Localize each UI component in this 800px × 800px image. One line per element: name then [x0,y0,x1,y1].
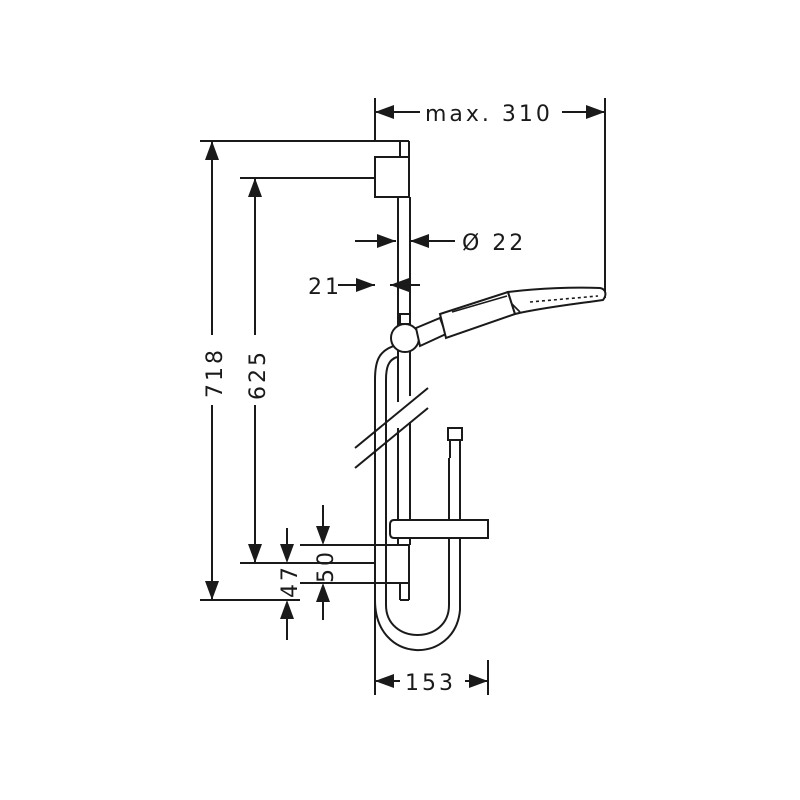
dim-offset-21: 21 [308,275,420,300]
arrow-up-icon [316,583,330,602]
dim-width-153: 153 [374,600,489,696]
hose-outer [374,344,461,652]
shower-hose [374,344,463,652]
arrow-down-icon [248,544,262,563]
handle-detail-line [451,295,508,313]
arrow-left-icon [375,105,394,119]
arrow-down-icon [205,581,219,600]
dim-50: 50 [300,505,375,620]
break-line-upper [354,387,429,449]
slider-knob [390,323,420,353]
arrow-up-icon [205,141,219,160]
shower-handle [438,290,517,340]
arrow-left-icon [390,278,409,292]
label-max-310: max. 310 [425,102,553,127]
hand-shower-assembly [390,286,607,353]
dim-height-718: 718 [200,140,400,601]
arrow-up-icon [280,600,294,619]
shower-head-nozzles [529,295,599,303]
dim-height-625: 625 [240,177,375,564]
break-line-lower [354,407,429,469]
slider-top-cap [399,313,411,325]
dim-47: 47 [278,528,303,640]
label-width-153: 153 [405,671,456,696]
dim-diameter-22: Ø 22 [355,231,526,256]
shelf-body [389,519,489,539]
arrow-right-icon [377,234,396,248]
arrow-left-icon [410,234,429,248]
arrow-right-icon [356,278,375,292]
dim-max-310: max. 310 [374,98,606,298]
label-diameter-22: Ø 22 [462,231,526,256]
label-dim-50: 50 [314,549,339,583]
arrow-down-icon [316,526,330,545]
arrow-down-icon [280,544,294,563]
label-dim-47: 47 [278,564,303,598]
label-offset-21: 21 [308,275,342,300]
arrow-right-icon [469,674,488,688]
shower-rail [354,140,429,601]
hose-connector [447,427,463,441]
arrow-left-icon [375,674,394,688]
hose-inner [385,356,450,636]
arrow-right-icon [586,105,605,119]
bottom-wall-bracket [374,544,410,584]
label-height-625: 625 [246,349,271,400]
shower-head [506,286,607,316]
shower-head-joint [511,303,521,313]
soap-shelf [389,519,489,545]
arrow-up-icon [248,178,262,197]
top-wall-bracket [374,156,410,198]
label-height-718: 718 [203,347,228,398]
